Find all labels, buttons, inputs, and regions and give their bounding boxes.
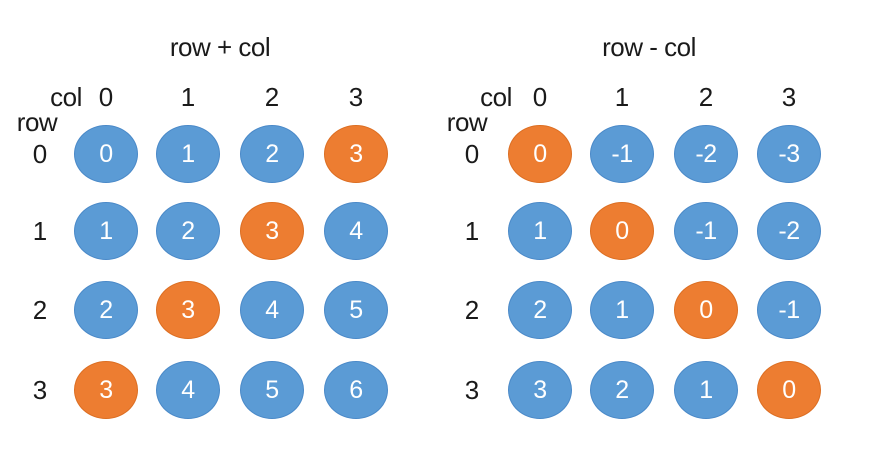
grid-cell: 2 [508,281,572,339]
grid-cell: -2 [757,202,821,260]
cell-value: -2 [778,216,800,245]
cell-value: 0 [99,139,113,168]
row-header: 2 [32,295,48,325]
row-header: 3 [464,375,480,405]
right-grid-title: row - col [602,32,696,62]
cell-value: 3 [349,139,363,168]
row-header: 0 [32,139,48,169]
row-header: 2 [464,295,480,325]
grid-cell: 1 [674,361,738,419]
grid-cell: 3 [508,361,572,419]
col-header: 2 [264,82,280,112]
cell-value: 1 [533,216,547,245]
cell-value: 3 [181,295,195,324]
cell-value: -2 [695,139,717,168]
grid-cell: 0 [757,361,821,419]
cell-value: 1 [615,295,629,324]
cell-value: 6 [349,375,363,404]
cell-value: 5 [349,295,363,324]
cell-value: 2 [265,139,279,168]
col-header: 3 [781,82,797,112]
grid-cell: 2 [156,202,220,260]
cell-value: 1 [699,375,713,404]
cell-value: 0 [699,295,713,324]
row-header: 3 [32,375,48,405]
grid-cell: 5 [324,281,388,339]
cell-value: 5 [265,375,279,404]
grid-cell: 4 [324,202,388,260]
grid-cell: 5 [240,361,304,419]
col-header: 3 [348,82,364,112]
grid-cell: 1 [74,202,138,260]
cell-value: 3 [99,375,113,404]
cell-value: 2 [181,216,195,245]
right-row-axis-label: row [446,107,488,137]
grid-cell: 0 [590,202,654,260]
col-header: 1 [180,82,196,112]
grid-cell: 1 [508,202,572,260]
grid-cell: 3 [324,125,388,183]
col-header: 1 [614,82,630,112]
grid-cell: 2 [74,281,138,339]
cell-value: 4 [349,216,363,245]
col-header: 0 [532,82,548,112]
grid-cell: 1 [590,281,654,339]
cell-value: -3 [778,139,800,168]
grid-cell: 0 [674,281,738,339]
grid-cell: -1 [757,281,821,339]
grid-cell: -3 [757,125,821,183]
grid-cell: 3 [74,361,138,419]
grid-cell: 6 [324,361,388,419]
left-row-axis-label: row [16,107,58,137]
grid-cell: 0 [508,125,572,183]
grid-cell: 3 [240,202,304,260]
col-header: 0 [98,82,114,112]
cell-value: 2 [99,295,113,324]
cell-value: 2 [533,295,547,324]
grid-cell: 2 [240,125,304,183]
cell-value: 4 [265,295,279,324]
cell-value: 2 [615,375,629,404]
cell-value: 3 [265,216,279,245]
row-header: 0 [464,139,480,169]
cell-value: 0 [615,216,629,245]
grid-cell: 1 [156,125,220,183]
cell-value: 0 [782,375,796,404]
cell-value: 3 [533,375,547,404]
cell-value: -1 [695,216,717,245]
cell-value: 4 [181,375,195,404]
cell-value: 0 [533,139,547,168]
cell-value: -1 [778,295,800,324]
grid-cell: 2 [590,361,654,419]
row-header: 1 [32,216,48,246]
col-header: 2 [698,82,714,112]
left-col-axis-label: col [50,82,82,112]
cell-value: -1 [611,139,633,168]
grid-cell: 4 [156,361,220,419]
grid-cell: -2 [674,125,738,183]
cell-value: 1 [99,216,113,245]
grid-cell: -1 [590,125,654,183]
left-grid-title: row + col [169,32,271,62]
right-col-axis-label: col [480,82,512,112]
grid-cell: 4 [240,281,304,339]
grid-cell: -1 [674,202,738,260]
grid-cell: 3 [156,281,220,339]
cell-value: 1 [181,139,195,168]
grid-cell: 0 [74,125,138,183]
row-header: 1 [464,216,480,246]
